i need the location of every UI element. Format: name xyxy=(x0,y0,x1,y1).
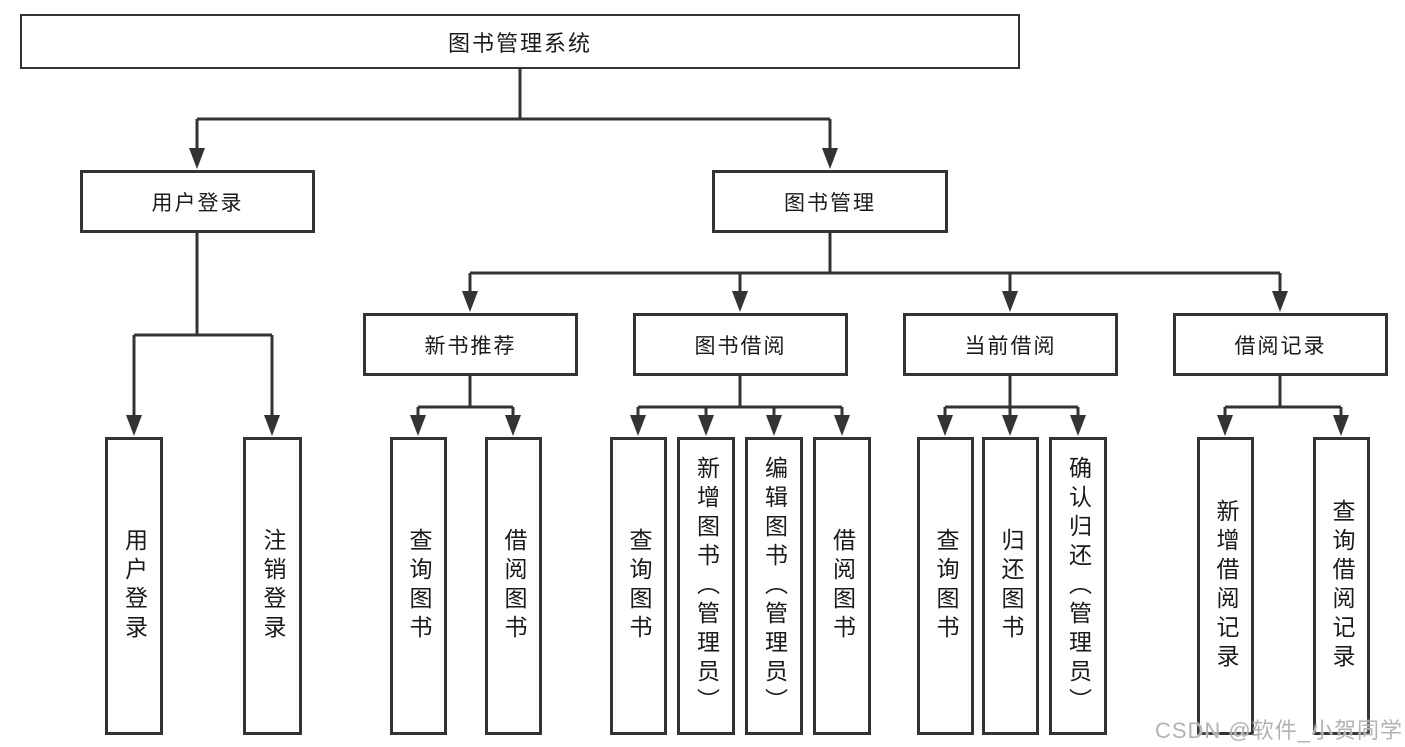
node-label: 图书管理系统 xyxy=(447,30,592,56)
csdn-watermark: CSDN @软件_小贺同学 xyxy=(1154,718,1403,743)
node-label: 图书管理 xyxy=(784,191,876,215)
node-label: 图书借阅 xyxy=(694,334,787,358)
node-book-management: 图书管理 xyxy=(712,170,948,233)
leaf-label: 新增借阅记录 xyxy=(1213,499,1239,673)
leaf-label: 查询借阅记录 xyxy=(1329,499,1355,673)
leaf-label: 查询图书 xyxy=(406,528,432,644)
leaf-query-borrow-record: 查询借阅记录 xyxy=(1313,437,1370,735)
node-new-book-recommendation: 新书推荐 xyxy=(363,313,578,376)
leaf-recommend-query-book: 查询图书 xyxy=(390,437,447,735)
leaf-label: 编辑图书（管理员） xyxy=(761,455,788,717)
leaf-label: 注销登录 xyxy=(260,528,286,644)
leaf-logout: 注销登录 xyxy=(243,437,302,735)
node-label: 用户登录 xyxy=(151,191,244,215)
leaf-return-book: 归还图书 xyxy=(982,437,1039,735)
leaf-label: 确认归还（管理员） xyxy=(1065,455,1092,717)
node-current-borrowing: 当前借阅 xyxy=(903,313,1118,376)
leaf-borrow-query-book: 查询图书 xyxy=(610,437,667,735)
leaf-label: 新增图书（管理员） xyxy=(693,455,720,717)
node-user-login: 用户登录 xyxy=(80,170,315,233)
leaf-confirm-return-admin: 确认归还（管理员） xyxy=(1049,437,1107,735)
node-library-management-system: 图书管理系统 xyxy=(20,14,1020,69)
leaf-recommend-borrow-book: 借阅图书 xyxy=(485,437,542,735)
node-borrowing-records: 借阅记录 xyxy=(1173,313,1388,376)
node-label: 新书推荐 xyxy=(424,334,517,358)
leaf-label: 借阅图书 xyxy=(501,528,527,644)
leaf-label: 查询图书 xyxy=(933,528,959,644)
leaf-current-query-book: 查询图书 xyxy=(917,437,974,735)
node-label: 借阅记录 xyxy=(1234,334,1327,358)
leaf-add-book-admin: 新增图书（管理员） xyxy=(677,437,735,735)
node-book-borrowing: 图书借阅 xyxy=(633,313,848,376)
leaf-label: 归还图书 xyxy=(998,528,1024,644)
leaf-label: 查询图书 xyxy=(626,528,652,644)
node-label: 当前借阅 xyxy=(964,334,1057,358)
leaf-user-login: 用户登录 xyxy=(105,437,163,735)
leaf-add-borrow-record: 新增借阅记录 xyxy=(1197,437,1254,735)
leaf-borrow-book: 借阅图书 xyxy=(813,437,871,735)
leaf-edit-book-admin: 编辑图书（管理员） xyxy=(745,437,803,735)
leaf-label: 用户登录 xyxy=(121,528,148,644)
leaf-label: 借阅图书 xyxy=(829,528,856,644)
